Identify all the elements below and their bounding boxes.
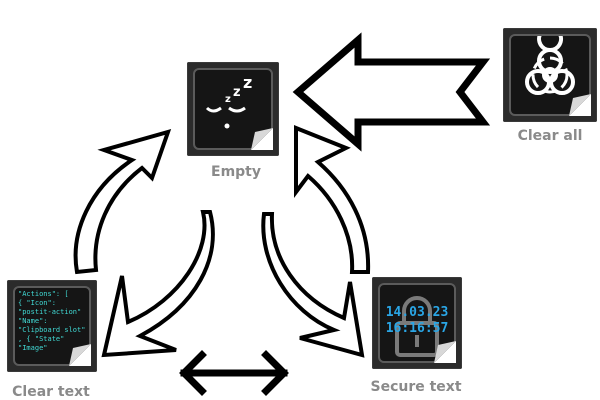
arrow-cleartext-securetext — [179, 350, 289, 396]
secure-text-tile-screen: 14.03.23 16:16:57 — [378, 283, 456, 363]
secure-time: 16:16:57 — [385, 321, 449, 336]
svg-text:z: z — [243, 73, 252, 92]
clear-all-label: Clear all — [517, 128, 583, 144]
page-fold-icon — [251, 128, 273, 150]
code-line: { "Icon": — [18, 299, 56, 307]
code-line: "Name": — [18, 317, 48, 325]
svg-text:z: z — [225, 94, 231, 105]
svg-text:z: z — [233, 85, 241, 100]
empty-tile[interactable]: z z z — [187, 62, 279, 156]
page-fold-icon — [69, 344, 91, 366]
sleeping-face-icon: z z z — [205, 73, 252, 129]
empty-label: Empty — [211, 164, 261, 180]
arrow-empty-to-cleartext — [101, 210, 215, 358]
arrow-empty-to-securetext — [261, 212, 365, 358]
clear-text-tile[interactable]: "Actions": [ { "Icon": "postit-action" "… — [7, 280, 97, 372]
clear-text-tile-screen: "Actions": [ { "Icon": "postit-action" "… — [13, 286, 91, 366]
code-line: "Actions": [ — [18, 290, 69, 298]
padlock-icon — [395, 296, 439, 357]
arrow-cleartext-to-empty — [73, 129, 172, 275]
secure-text-label: Secure text — [370, 379, 462, 395]
code-line: , { "State" — [18, 335, 65, 343]
biohazard-icon — [525, 36, 575, 95]
clear-all-tile-screen — [509, 34, 591, 116]
page-fold-icon — [434, 341, 456, 363]
arrow-clearall-to-empty — [292, 32, 491, 152]
arrow-securetext-to-empty — [294, 125, 371, 274]
code-line: "postit-action" — [18, 308, 82, 316]
code-line: "Image" — [18, 344, 48, 352]
code-line: "Clipboard slot" — [18, 326, 86, 334]
secure-text-tile[interactable]: 14.03.23 16:16:57 — [372, 277, 462, 369]
clear-text-label: Clear text — [12, 384, 90, 400]
clear-all-tile[interactable] — [503, 28, 597, 122]
page-fold-icon — [569, 94, 591, 116]
secure-date: 14.03.23 — [385, 305, 449, 320]
